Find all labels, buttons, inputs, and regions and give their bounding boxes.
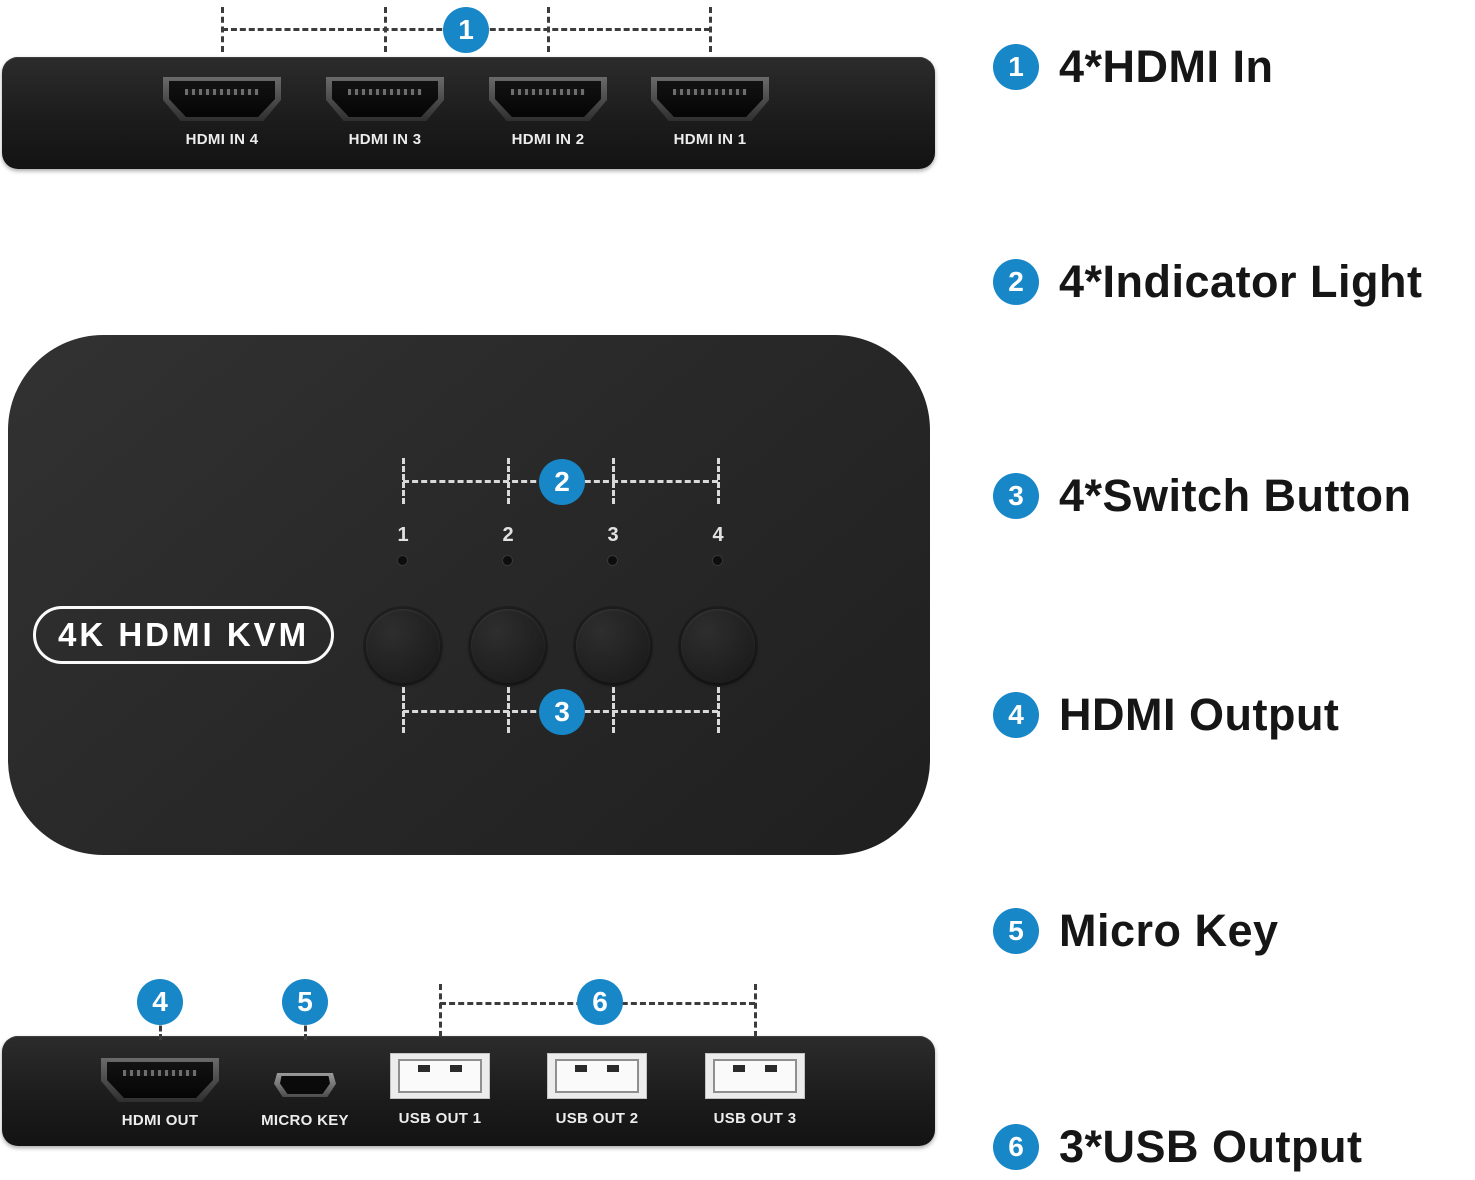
hdmi-port-cavity	[495, 81, 601, 117]
kvm-device-top-view	[8, 335, 930, 855]
indicator-number-4: 4	[712, 524, 724, 546]
legend-item-usb-output: 6 3*USB Output	[993, 1121, 1363, 1173]
legend-item-hdmi-in: 1 4*HDMI In	[993, 41, 1274, 93]
switch-button-1	[366, 609, 440, 683]
indicator-led-1	[398, 556, 407, 565]
indicator-number-2: 2	[502, 524, 514, 546]
legend-badge-1: 1	[993, 44, 1039, 90]
indicator-number-1: 1	[397, 524, 409, 546]
indicator-led-2	[503, 556, 512, 565]
legend-label-hdmi-output: HDMI Output	[1059, 689, 1340, 740]
callout-2-badge: 2	[539, 459, 585, 505]
legend-badge-5: 5	[993, 908, 1039, 954]
usb-port-pin	[575, 1065, 587, 1072]
legend-label-indicator-light: 4*Indicator Light	[1059, 256, 1423, 307]
legend-item-indicator-light: 2 4*Indicator Light	[993, 256, 1423, 308]
micro-port-cavity	[280, 1076, 330, 1094]
hdmi-out-port	[101, 1058, 219, 1102]
legend-label-hdmi-in: 4*HDMI In	[1059, 41, 1274, 92]
hdmi-port-pins	[511, 89, 585, 95]
hdmi-port-pins	[673, 89, 747, 95]
callout-3-tick	[717, 687, 720, 733]
hdmi-port-cavity	[657, 81, 763, 117]
usb-port-inner	[713, 1059, 797, 1093]
usb-port-pin	[450, 1065, 462, 1072]
hdmi-port-pins	[185, 89, 259, 95]
callout-1-tick	[384, 7, 387, 52]
switch-button-4	[681, 609, 755, 683]
callout-2-tick	[507, 458, 510, 504]
legend-item-switch-button: 3 4*Switch Button	[993, 470, 1412, 522]
switch-button-2	[471, 609, 545, 683]
hdmi-in-3-label: HDMI IN 3	[348, 131, 422, 148]
callout-2-tick	[612, 458, 615, 504]
usb-port-inner	[398, 1059, 482, 1093]
legend-item-hdmi-output: 4 HDMI Output	[993, 689, 1339, 741]
micro-key-port	[274, 1073, 336, 1097]
callout-5-badge: 5	[282, 979, 328, 1025]
callout-1-tick	[221, 7, 224, 52]
micro-key-label: MICRO KEY	[261, 1112, 349, 1129]
callout-6-tick	[439, 984, 442, 1037]
callout-6-tick	[754, 984, 757, 1037]
callout-6-badge: 6	[577, 979, 623, 1025]
rear-panel	[2, 57, 935, 169]
legend-label-micro-key: Micro Key	[1059, 905, 1279, 956]
callout-3-tick	[402, 687, 405, 733]
callout-2-tick	[402, 458, 405, 504]
hdmi-in-1-label: HDMI IN 1	[673, 131, 747, 148]
hdmi-port-cavity	[332, 81, 438, 117]
hdmi-in-4-port	[163, 77, 281, 121]
legend-badge-2: 2	[993, 259, 1039, 305]
usb-port-pin	[733, 1065, 745, 1072]
callout-3-tick	[612, 687, 615, 733]
legend-badge-3: 3	[993, 473, 1039, 519]
indicator-led-3	[608, 556, 617, 565]
indicator-number-3: 3	[607, 524, 619, 546]
usb-port-pin	[607, 1065, 619, 1072]
callout-1-tick	[709, 7, 712, 52]
hdmi-in-1-port	[651, 77, 769, 121]
callout-2-tick	[717, 458, 720, 504]
hdmi-port-pins	[348, 89, 422, 95]
usb-out-1-label: USB OUT 1	[398, 1110, 482, 1127]
usb-out-2-port	[547, 1053, 647, 1099]
usb-port-inner	[555, 1059, 639, 1093]
legend-label-usb-output: 3*USB Output	[1059, 1121, 1363, 1172]
hdmi-in-2-label: HDMI IN 2	[511, 131, 585, 148]
legend-badge-4: 4	[993, 692, 1039, 738]
hdmi-port-cavity	[169, 81, 275, 117]
usb-out-3-label: USB OUT 3	[713, 1110, 797, 1127]
legend-label-switch-button: 4*Switch Button	[1059, 470, 1412, 521]
callout-1-badge: 1	[443, 7, 489, 53]
hdmi-out-label: HDMI OUT	[121, 1112, 199, 1129]
usb-out-2-label: USB OUT 2	[555, 1110, 639, 1127]
callout-3-badge: 3	[539, 689, 585, 735]
callout-3-tick	[507, 687, 510, 733]
hdmi-port-pins	[123, 1070, 197, 1076]
indicator-led-4	[713, 556, 722, 565]
usb-port-pin	[418, 1065, 430, 1072]
usb-port-pin	[765, 1065, 777, 1072]
usb-out-1-port	[390, 1053, 490, 1099]
callout-1-tick	[547, 7, 550, 52]
device-logo: 4K HDMI KVM	[33, 606, 335, 664]
switch-button-3	[576, 609, 650, 683]
usb-out-3-port	[705, 1053, 805, 1099]
hdmi-port-cavity	[107, 1062, 213, 1098]
hdmi-in-3-port	[326, 77, 444, 121]
callout-4-badge: 4	[137, 979, 183, 1025]
legend-item-micro-key: 5 Micro Key	[993, 905, 1279, 957]
hdmi-in-4-label: HDMI IN 4	[185, 131, 259, 148]
hdmi-in-2-port	[489, 77, 607, 121]
legend-badge-6: 6	[993, 1124, 1039, 1170]
